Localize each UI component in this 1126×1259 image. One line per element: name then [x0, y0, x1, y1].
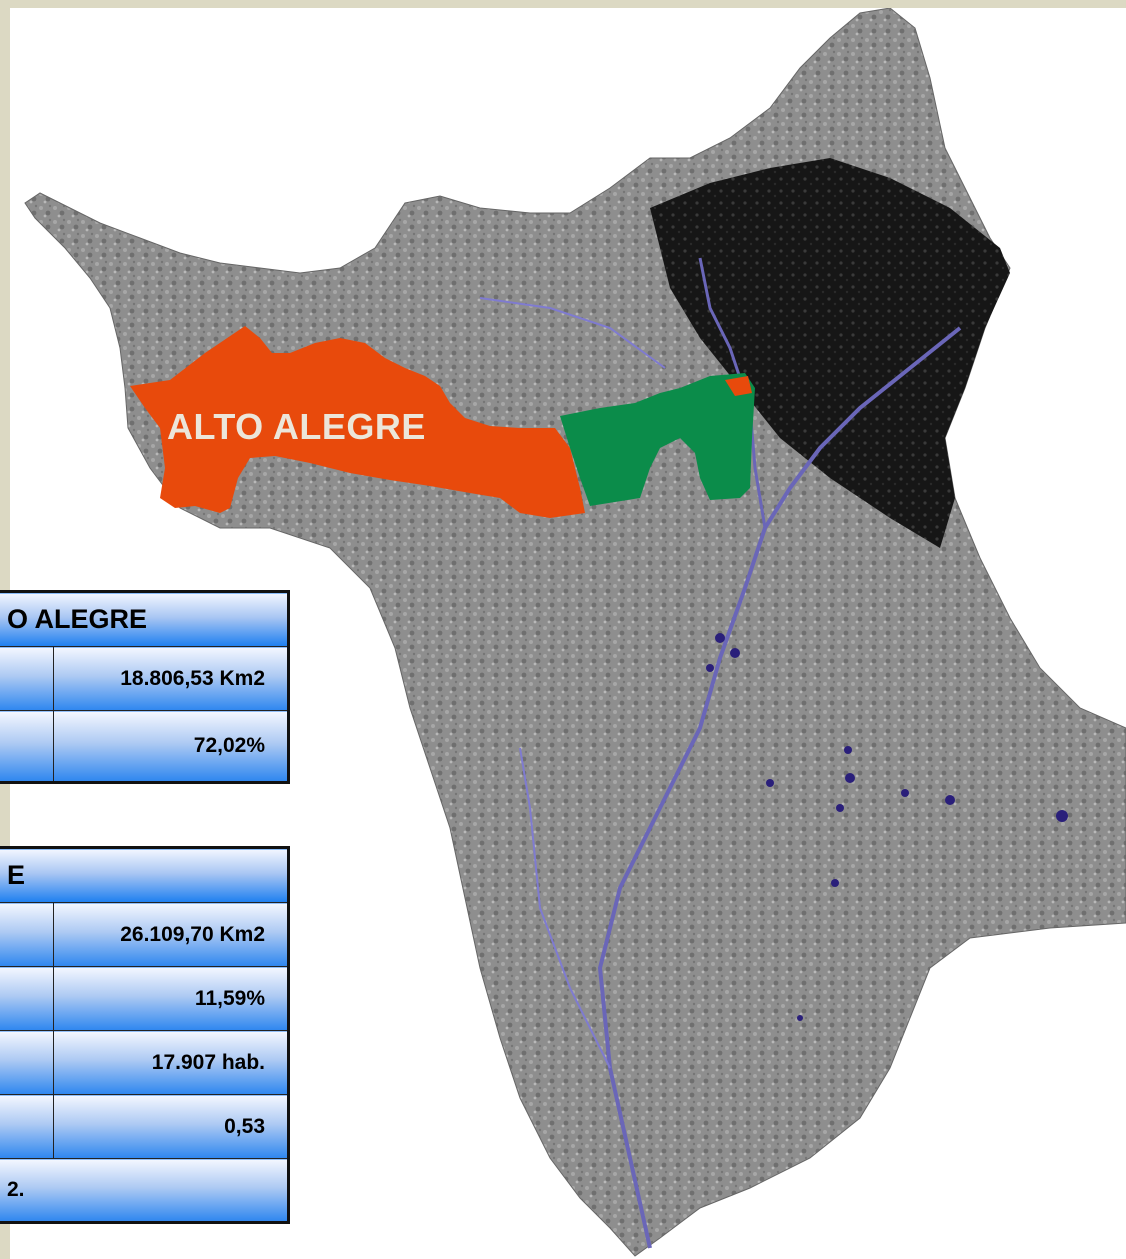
forest-region: [650, 158, 1010, 548]
neighbor-region: [560, 373, 755, 506]
river-branch: [479, 297, 666, 369]
area-percent-value: 72,02%: [53, 710, 289, 783]
alto-alegre-region: [130, 326, 585, 518]
map-region-label: ALTO ALEGRE: [167, 406, 426, 447]
stats-label-cell: [0, 966, 54, 1031]
stats-label-cell: [0, 1094, 54, 1159]
neighbor-region-detail: [725, 376, 752, 396]
river: [597, 326, 962, 1249]
stats-footnote: 2.: [0, 1158, 289, 1223]
river-branch: [519, 747, 611, 1069]
settlement-markers: [706, 633, 1068, 1021]
stats-area-value: 26.109,70 Km2: [53, 902, 289, 967]
satellite-map: [24, 8, 1126, 1257]
area-percent-label-cell: [0, 710, 54, 783]
stats-density-value: 0,53: [53, 1094, 289, 1159]
area-info-table: O ALEGRE 18.806,53 Km2 72,02%: [0, 590, 290, 784]
area-value: 18.806,53 Km2: [53, 646, 289, 711]
stats-label-cell: [0, 902, 54, 967]
stats-population-value: 17.907 hab.: [53, 1030, 289, 1095]
area-label-cell: [0, 646, 54, 711]
stats-table-header: E: [0, 847, 289, 903]
stats-label-cell: [0, 1030, 54, 1095]
stats-percent-value: 11,59%: [53, 966, 289, 1031]
stats-info-table: E 26.109,70 Km2 11,59% 17.907 hab. 0,53 …: [0, 846, 290, 1224]
area-table-header: O ALEGRE: [0, 591, 289, 647]
